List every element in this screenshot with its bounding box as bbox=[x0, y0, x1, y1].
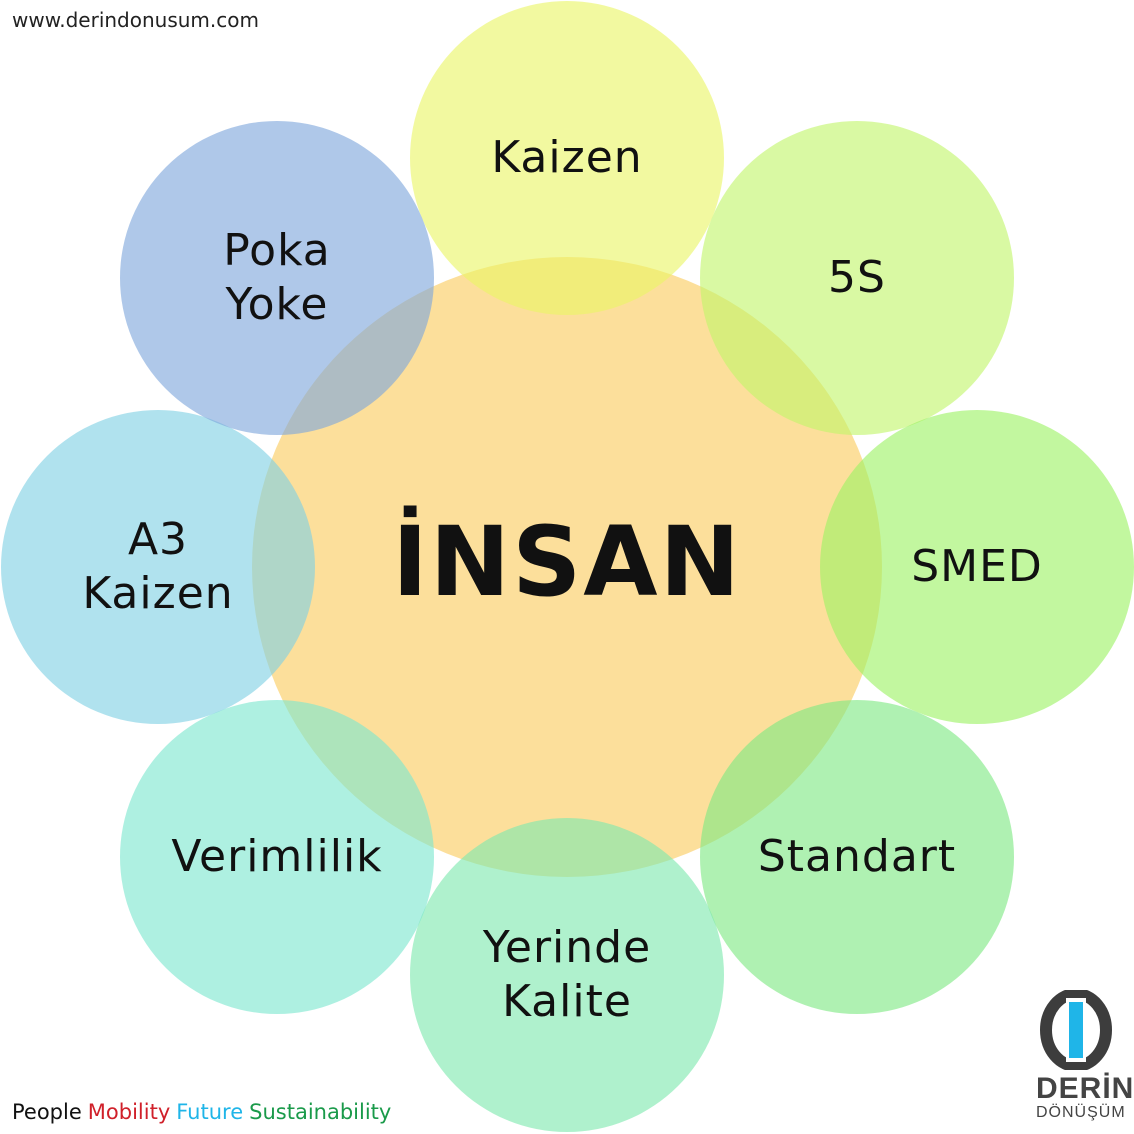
petal-label: A3 Kaizen bbox=[82, 514, 234, 619]
petal-label: Poka Yoke bbox=[223, 225, 331, 330]
petal-label: Standart bbox=[757, 831, 957, 882]
tagline-word: Sustainability bbox=[249, 1100, 392, 1124]
petal-label: Verimlilik bbox=[171, 831, 383, 882]
logo-name: DERİN bbox=[1036, 1072, 1134, 1105]
derin-donusum-logo: DERİN DÖNÜŞÜM bbox=[1036, 988, 1134, 1122]
logo-subtitle: DÖNÜŞÜM bbox=[1036, 1104, 1126, 1121]
petal-circle bbox=[700, 700, 1014, 1014]
petal-label: Kaizen bbox=[491, 132, 643, 183]
tagline-word: People bbox=[12, 1100, 82, 1124]
petal-circle bbox=[820, 410, 1134, 724]
petal-circle bbox=[700, 121, 1014, 435]
petal-label: SMED bbox=[911, 541, 1043, 592]
center-label: İNSAN bbox=[392, 506, 742, 618]
tagline-word: Future bbox=[176, 1100, 244, 1124]
petal-circle bbox=[120, 700, 434, 1014]
website-url: www.derindonusum.com bbox=[12, 8, 259, 32]
petal-circle bbox=[1, 410, 315, 724]
petal-label: Yerinde Kalite bbox=[482, 922, 652, 1027]
petal-circle bbox=[410, 1, 724, 315]
petal-circle bbox=[410, 818, 724, 1132]
tagline-word: Mobility bbox=[87, 1100, 171, 1124]
petal-label: 5S bbox=[828, 252, 886, 303]
petal-circle bbox=[120, 121, 434, 435]
logo-mark-icon bbox=[1040, 988, 1112, 1072]
